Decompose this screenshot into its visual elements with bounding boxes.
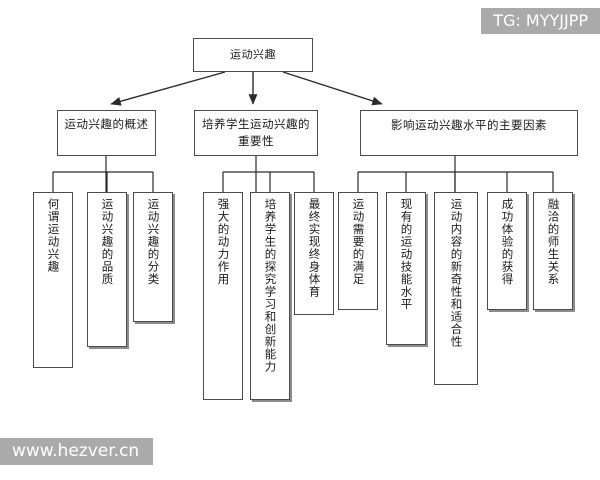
node-root[interactable]: 运动兴趣 — [193, 38, 313, 72]
node-importance-label: 培养学生运动兴趣的重要性 — [202, 117, 310, 148]
leaf-label: 运动兴趣的分类 — [146, 198, 161, 286]
leaf-harmonious-teacher-student-relationship[interactable]: 融洽的师生关系 — [533, 192, 573, 310]
node-overview[interactable]: 运动兴趣的概述 — [57, 110, 156, 156]
leaf-label: 运动内容的新奇性和适合性 — [449, 198, 464, 348]
leaf-label: 运动兴趣的品质 — [100, 198, 115, 286]
leaf-label: 强大的动力作用 — [216, 198, 231, 286]
bracket-factors — [357, 156, 554, 192]
leaf-existing-skill-level[interactable]: 现有的运动技能水平 — [386, 192, 426, 345]
root-to-level2-links — [110, 71, 383, 106]
leaf-label: 成功体验的获得 — [500, 198, 515, 286]
leaf-satisfaction-of-sport-needs[interactable]: 运动需要的满足 — [338, 192, 378, 310]
leaf-label: 现有的运动技能水平 — [399, 198, 414, 311]
node-overview-label: 运动兴趣的概述 — [64, 117, 149, 131]
link-root-factors — [282, 71, 383, 106]
leaf-label: 运动需要的满足 — [351, 198, 366, 286]
leaf-strong-motivational-role[interactable]: 强大的动力作用 — [203, 192, 243, 400]
bracket-importance — [222, 156, 315, 192]
node-factors[interactable]: 影响运动兴趣水平的主要因素 — [360, 110, 578, 156]
link-root-overview — [110, 71, 226, 106]
leaf-quality-of-sports-interest[interactable]: 运动兴趣的品质 — [87, 192, 127, 347]
leaf-what-is-sports-interest[interactable]: 何谓运动兴趣 — [33, 192, 73, 368]
bracket-overview — [52, 156, 154, 192]
site-watermark: www.hezver.cn — [0, 438, 154, 465]
leaf-successful-experience[interactable]: 成功体验的获得 — [487, 192, 527, 310]
leaf-label: 最终实现终身体育 — [307, 198, 322, 298]
telegram-watermark-text: TG: MYYJJPP — [493, 11, 588, 30]
leaf-classification-of-sports-interest[interactable]: 运动兴趣的分类 — [133, 192, 173, 322]
leaf-novelty-and-suitability[interactable]: 运动内容的新奇性和适合性 — [434, 192, 478, 385]
telegram-watermark: TG: MYYJJPP — [481, 8, 600, 34]
leaf-inquiry-learning-innovation[interactable]: 培养学生的探究学习和创新能力 — [250, 192, 290, 400]
leaf-lifelong-physical-education[interactable]: 最终实现终身体育 — [294, 192, 334, 315]
leaf-label: 培养学生的探究学习和创新能力 — [263, 198, 278, 373]
leaf-label: 何谓运动兴趣 — [46, 198, 61, 273]
site-watermark-text: www.hezver.cn — [12, 441, 140, 461]
leaf-label: 融洽的师生关系 — [546, 198, 561, 286]
node-importance[interactable]: 培养学生运动兴趣的重要性 — [194, 110, 318, 156]
node-factors-label: 影响运动兴趣水平的主要因素 — [391, 118, 547, 132]
node-root-label: 运动兴趣 — [230, 48, 276, 61]
